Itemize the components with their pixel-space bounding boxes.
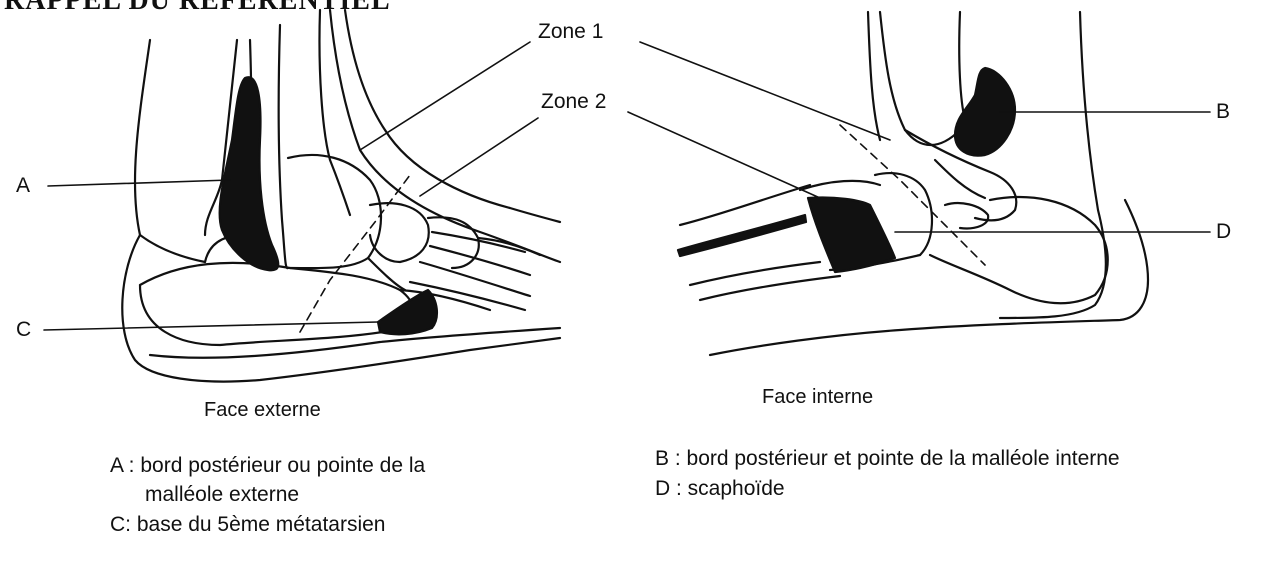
legend-d: D : scaphoïde	[655, 474, 785, 503]
legend-a-line2: malléole externe	[145, 480, 299, 509]
internal-foot-outline	[680, 12, 1148, 355]
zone-1-label: Zone 1	[538, 20, 603, 44]
legend-a-line1: A : bord postérieur ou pointe de la	[110, 451, 425, 480]
label-d: D	[1216, 220, 1231, 244]
legend-b: B : bord postérieur et pointe de la mall…	[655, 444, 1120, 473]
label-c: C	[16, 318, 31, 342]
legend-c: C: base du 5ème métatarsien	[110, 510, 385, 539]
caption-face-interne: Face interne	[762, 386, 873, 409]
scaphoid-region-d	[808, 197, 895, 272]
external-leader-lines	[44, 42, 538, 330]
external-malleolus-region-a	[220, 77, 279, 270]
caption-face-externe: Face externe	[204, 399, 321, 422]
label-b: B	[1216, 100, 1230, 124]
label-a: A	[16, 174, 30, 198]
page-title: RAPPEL DU REFERENTIEL	[4, 0, 391, 17]
zone-2-label: Zone 2	[541, 90, 606, 114]
